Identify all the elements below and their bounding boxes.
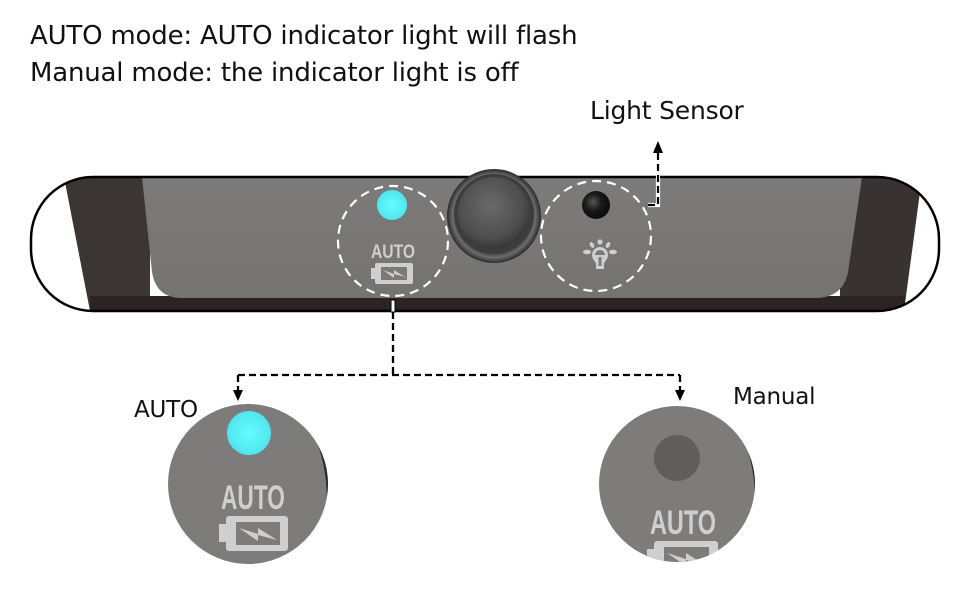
mode-connector (233, 299, 685, 401)
auto-print-label-manual-zoom: AUTO (650, 504, 716, 542)
sensor-lens (582, 191, 610, 219)
auto-state-label: AUTO (134, 397, 198, 423)
manual-zoom-view: AUTO (599, 406, 755, 562)
battery-charge-icon-zoom (219, 516, 288, 551)
auto-indicator: AUTO (336, 184, 450, 298)
light-sensor-label: Light Sensor (590, 96, 744, 125)
manual-mode-caption: Manual mode: the indicator light is off (30, 58, 519, 88)
arrow-up-icon (653, 141, 663, 153)
arrow-down-left-icon (233, 390, 243, 401)
auto-led-on-zoom (227, 411, 271, 455)
light-bulb-icon (583, 239, 617, 269)
manual-led-off (654, 435, 700, 481)
light-sensor (539, 179, 653, 293)
panel-side-right (840, 177, 922, 311)
light-sensor-pointer (648, 141, 663, 208)
auto-mode-caption: AUTO mode: AUTO indicator light will fla… (30, 21, 578, 51)
manual-state-label: Manual (733, 384, 816, 410)
arrow-down-right-icon (675, 390, 685, 401)
device-panel: AUTO (29, 169, 941, 313)
battery-charge-icon (371, 263, 413, 284)
panel-side-left (64, 177, 150, 311)
auto-zoom-view: AUTO (168, 404, 328, 564)
center-button[interactable] (447, 169, 541, 263)
auto-led-on (377, 190, 407, 220)
battery-charge-icon-manual-zoom (647, 541, 718, 562)
auto-print-label: AUTO (371, 242, 415, 263)
auto-print-label-zoom: AUTO (221, 479, 285, 517)
